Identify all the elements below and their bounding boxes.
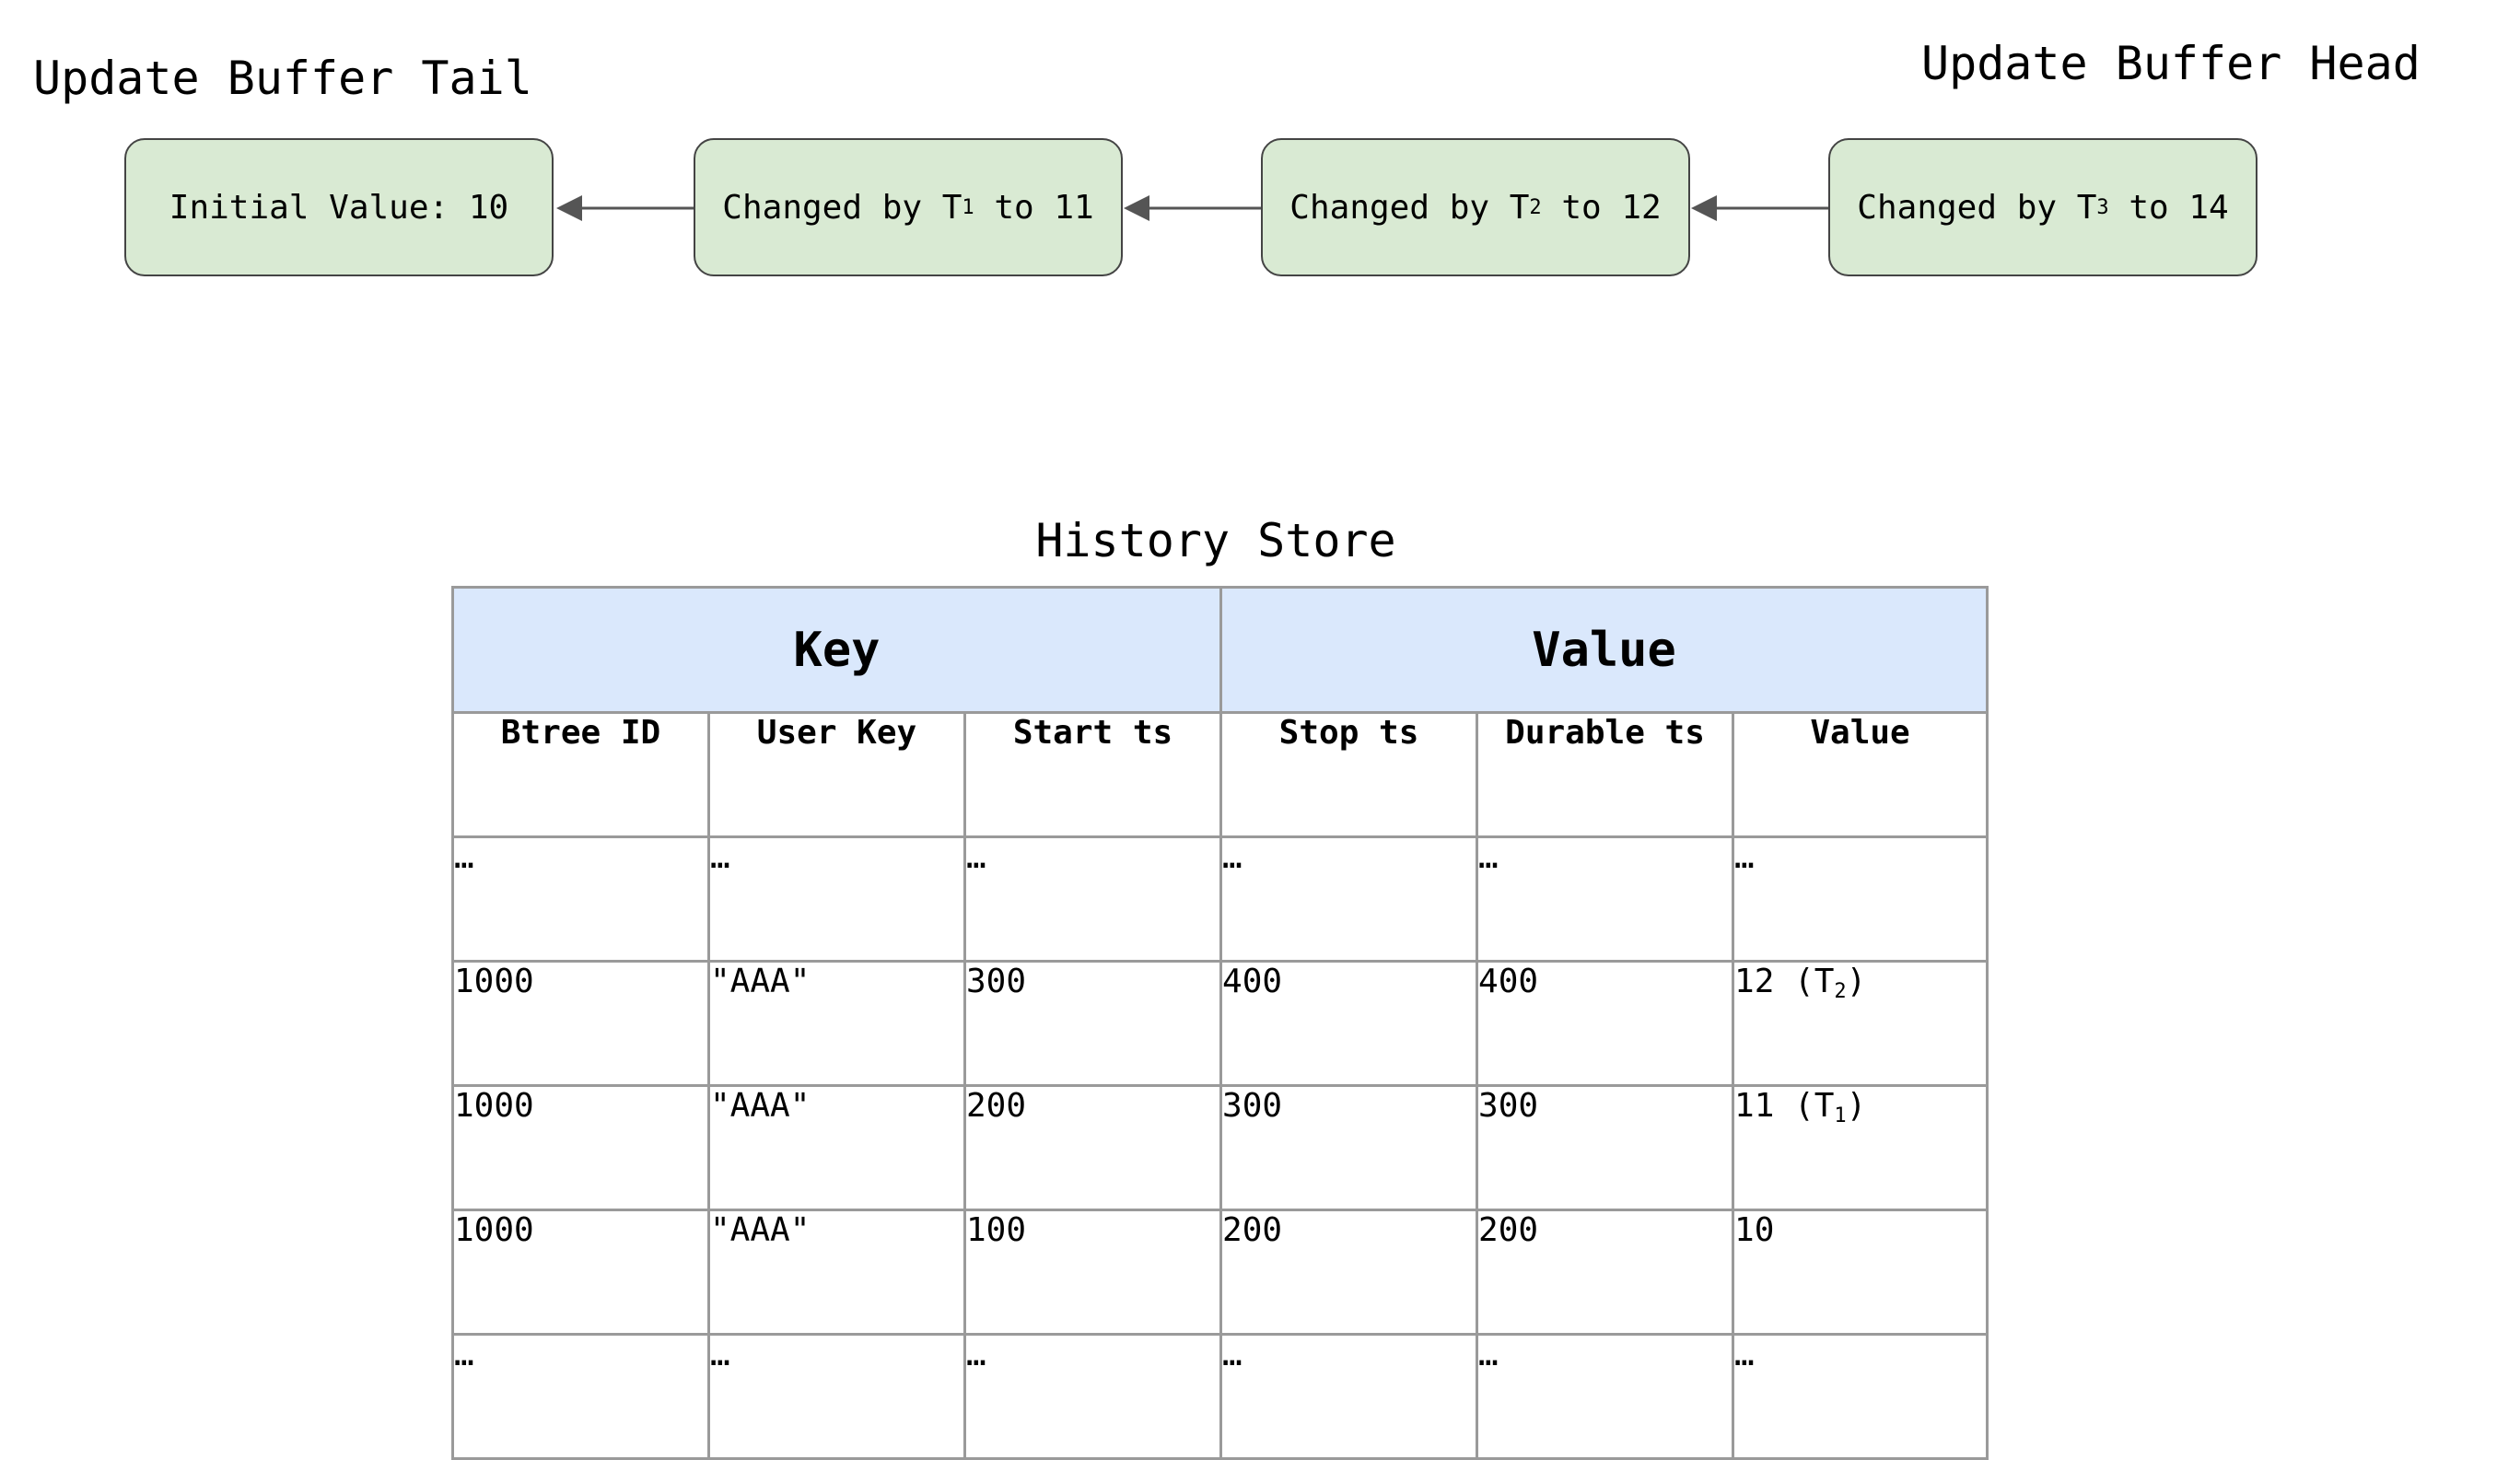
col-header-user-key: User Key	[707, 711, 966, 838]
update-node-t1-post: to 11	[974, 188, 1094, 227]
table-cell: …	[707, 1333, 966, 1460]
table-cell: …	[1219, 1333, 1479, 1460]
table-cell: …	[451, 835, 710, 963]
col-header-btree-id: Btree ID	[451, 711, 710, 838]
update-node-t2-sub: 2	[1529, 195, 1542, 219]
table-cell: "AAA"	[707, 1084, 966, 1211]
arrow-2-head	[1124, 195, 1149, 221]
table-cell: 100	[962, 1209, 1223, 1336]
table-row: 1000 "AAA" 200 300 300 11 (T1)	[451, 1084, 1989, 1211]
update-node-t1-pre: Changed by T	[722, 188, 962, 227]
update-node-t2-pre: Changed by T	[1289, 188, 1530, 227]
arrow-3-head	[1691, 195, 1717, 221]
table-cell: 300	[1476, 1084, 1735, 1211]
table-cell: 1000	[451, 1084, 710, 1211]
table-cell: …	[1476, 1333, 1735, 1460]
update-node-initial: Initial Value: 10	[124, 138, 554, 276]
table-cell: …	[451, 1333, 710, 1460]
col-header-value: Value	[1732, 711, 1989, 838]
table-cell: …	[1732, 835, 1989, 963]
table-cell: 1000	[451, 960, 710, 1087]
update-node-t3-sub: 3	[2096, 195, 2109, 219]
value-subscript: 1	[1834, 1104, 1847, 1127]
key-group-header: Key	[450, 586, 1223, 714]
table-cell: "AAA"	[707, 960, 966, 1087]
table-row: 1000 "AAA" 100 200 200 10	[451, 1209, 1989, 1336]
table-row: … … … … … …	[451, 835, 1989, 963]
table-cell: …	[1219, 835, 1479, 963]
table-cell: …	[1732, 1333, 1989, 1460]
table-cell: 400	[1476, 960, 1735, 1087]
table-row: 1000 "AAA" 300 400 400 12 (T2)	[451, 960, 1989, 1087]
value-group-header: Value	[1219, 586, 1989, 714]
table-cell: …	[1476, 835, 1735, 963]
table-cell: 200	[962, 1084, 1223, 1211]
value-text: 11 (T	[1734, 1087, 1835, 1125]
col-header-stop-ts: Stop ts	[1219, 711, 1479, 838]
table-cell: 400	[1219, 960, 1479, 1087]
update-buffer-tail-label: Update Buffer Tail	[33, 52, 532, 105]
table-cell: "AAA"	[707, 1209, 966, 1336]
group-header-row: Key Value	[450, 586, 1989, 714]
value-suffix: )	[1846, 1087, 1867, 1125]
table-cell: 200	[1476, 1209, 1735, 1336]
column-header-row: Btree ID User Key Start ts Stop ts Durab…	[451, 711, 1989, 838]
history-store-table: Key Value Btree ID User Key Start ts Sto…	[450, 586, 1989, 1460]
update-node-initial-text: Initial Value: 10	[169, 188, 509, 227]
update-buffer-head-label: Update Buffer Head	[1921, 37, 2421, 90]
table-cell: 300	[962, 960, 1223, 1087]
update-node-t3-post: to 14	[2108, 188, 2229, 227]
arrow-1-head	[556, 195, 582, 221]
value-text: 12 (T	[1734, 963, 1835, 1000]
update-node-t1-sub: 1	[962, 195, 974, 219]
update-node-t3-pre: Changed by T	[1857, 188, 2097, 227]
table-cell: …	[962, 1333, 1223, 1460]
table-cell-value: 11 (T1)	[1732, 1084, 1989, 1211]
history-store-title: History Store	[1035, 514, 1396, 567]
update-chain-arrows	[556, 195, 1828, 221]
value-subscript: 2	[1834, 980, 1847, 1003]
table-cell: …	[707, 835, 966, 963]
table-cell-value: 12 (T2)	[1732, 960, 1989, 1087]
table-cell: 300	[1219, 1084, 1479, 1211]
table-cell: 1000	[451, 1209, 710, 1336]
table-cell: 10	[1732, 1209, 1989, 1336]
value-suffix: )	[1846, 963, 1867, 1000]
table-cell: 200	[1219, 1209, 1479, 1336]
col-header-durable-ts: Durable ts	[1476, 711, 1735, 838]
table-row: … … … … … …	[451, 1333, 1989, 1460]
table-cell: …	[962, 835, 1223, 963]
update-node-t2-post: to 12	[1541, 188, 1662, 227]
col-header-start-ts: Start ts	[962, 711, 1223, 838]
